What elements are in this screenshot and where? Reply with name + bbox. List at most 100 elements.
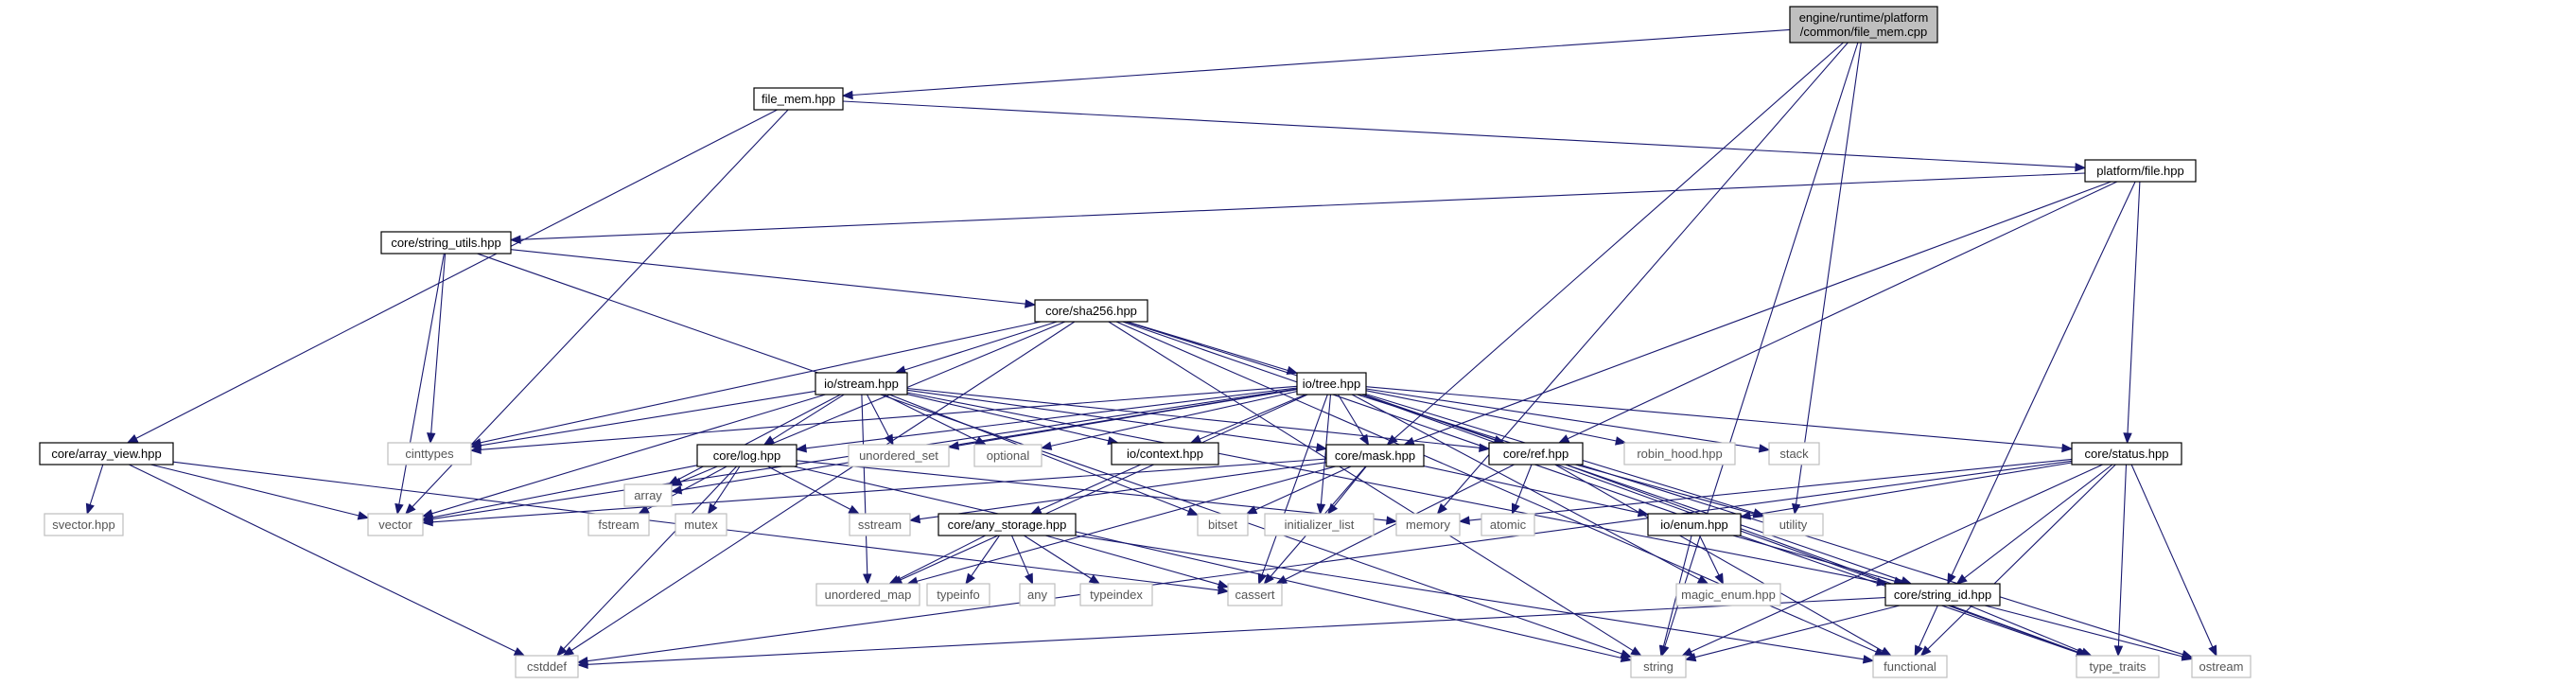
edge-line (1412, 181, 2112, 443)
edge-arrowhead (1275, 575, 1288, 585)
node-box (848, 444, 950, 467)
dependency-edge-array_view-to-cstddef (129, 464, 526, 657)
edge-line (1108, 321, 1634, 652)
node-label: any (1027, 588, 1047, 602)
edge-arrowhead (1620, 653, 1633, 663)
edge-arrowhead (1630, 646, 1642, 657)
dependency-edge-string_id-to-ostream (1984, 605, 2194, 661)
node-label: core/status.hpp (2085, 447, 2169, 461)
edge-line (1468, 458, 2073, 521)
dependency-edge-status-to-string_id (1955, 464, 2113, 585)
node-fstream: fstream (587, 513, 650, 536)
node-box (1630, 655, 1687, 678)
dependency-edge-root-to-utility (1791, 42, 1862, 516)
edge-arrowhead (427, 432, 436, 445)
node-root[interactable]: engine/runtime/platform/common/file_mem.… (1789, 6, 1938, 44)
edge-line (906, 394, 1110, 442)
edge-line (150, 464, 359, 517)
edge-line (1927, 464, 2116, 650)
dependency-edge-mask-to-initializer_list (1326, 465, 1367, 516)
edge-arrowhead (394, 502, 404, 516)
node-unordered-map: unordered_map (815, 583, 920, 606)
edge-line (676, 394, 841, 481)
node-box (1872, 655, 1948, 678)
edge-line (1691, 464, 2103, 653)
edge-arrowhead (1557, 434, 1570, 444)
edge-line (906, 392, 1878, 583)
edge-line (510, 249, 1026, 305)
node-box (1325, 444, 1425, 467)
dependency-edge-stream-to-log (762, 394, 845, 446)
node-status[interactable]: core/status.hpp (2071, 442, 2182, 465)
edge-line (851, 28, 1791, 97)
edge-arrowhead (1658, 644, 1669, 658)
node-io-enum[interactable]: io/enum.hpp (1647, 513, 1742, 536)
node-box (2191, 655, 2252, 678)
node-string-utils[interactable]: core/string_utils.hpp (380, 231, 512, 255)
dependency-edge-tree-to-string_id (1362, 394, 1913, 586)
edge-line (796, 460, 1388, 521)
dependency-edge-platform_file-to-status (2123, 181, 2141, 445)
edge-arrowhead (509, 235, 521, 244)
edge-line (1694, 605, 1901, 659)
dependency-edge-platform_file-to-string_utils (509, 172, 2086, 244)
edge-arrowhead (555, 645, 568, 657)
edge-arrowhead (1316, 503, 1326, 516)
node-label: core/any_storage.hpp (948, 518, 1067, 532)
edge-line (1393, 42, 1844, 439)
node-box (815, 372, 908, 395)
node-array: array (623, 483, 673, 507)
node-utility: utility (1762, 513, 1824, 536)
dependency-edge-status-to-memory (1458, 458, 2073, 525)
node-array-view[interactable]: core/array_view.hpp (39, 442, 174, 465)
node-stream[interactable]: io/stream.hpp (815, 372, 908, 395)
node-memory: memory (1395, 513, 1461, 536)
node-label: core/string_utils.hpp (391, 236, 500, 250)
node-box (623, 483, 673, 507)
node-box (2084, 159, 2197, 183)
edge-line (1984, 605, 2183, 658)
edge-line (971, 535, 1000, 577)
node-context[interactable]: io/context.hpp (1111, 442, 1219, 465)
edge-line (2130, 464, 2214, 648)
edge-line (861, 394, 868, 575)
node-platform-file[interactable]: platform/file.hpp (2084, 159, 2197, 183)
node-box (1264, 513, 1375, 536)
node-any-storage[interactable]: core/any_storage.hpp (938, 513, 1077, 536)
edge-arrowhead (1758, 444, 1771, 453)
node-label: core/sha256.hpp (1045, 304, 1137, 318)
edge-line (1575, 464, 1755, 515)
node-sha256[interactable]: core/sha256.hpp (1034, 299, 1148, 323)
edge-arrowhead (1245, 505, 1258, 515)
node-tree[interactable]: io/tree.hpp (1296, 372, 1367, 395)
edge-arrowhead (762, 435, 776, 446)
node-ref[interactable]: core/ref.hpp (1488, 442, 1584, 465)
node-log[interactable]: core/log.hpp (696, 444, 797, 467)
node-atomic: atomic (1481, 513, 1535, 536)
dependency-edge-tree-to-cinttypes (469, 385, 1298, 454)
dependency-edge-log-to-memory (796, 460, 1398, 525)
node-box (1488, 442, 1584, 465)
dependency-edge-tree-to-mask (1338, 394, 1370, 447)
edge-line (1261, 394, 1328, 575)
dependency-edge-tree-to-magic_enum (1351, 394, 1709, 585)
dependency-edge-string_id-to-cstddef (576, 597, 1886, 670)
edge-line (1333, 465, 1367, 507)
node-mask[interactable]: core/mask.hpp (1325, 444, 1425, 467)
node-string-id[interactable]: core/string_id.hpp (1884, 583, 2001, 606)
node-file-mem[interactable]: file_mem.hpp (753, 87, 844, 111)
node-label: file_mem.hpp (762, 92, 835, 106)
edge-line (1045, 535, 1219, 586)
node-box (1395, 513, 1461, 536)
node-label: bitset (1208, 518, 1237, 532)
edge-arrowhead (1880, 646, 1892, 657)
node-box (1079, 583, 1153, 606)
node-label: magic_enum.hpp (1681, 588, 1776, 602)
node-label: core/mask.hpp (1335, 448, 1415, 463)
dependency-edge-sha256-to-cinttypes (469, 321, 1042, 448)
node-label: atomic (1490, 518, 1527, 532)
dependency-edge-log-to-string (794, 465, 1633, 663)
node-robin-hood: robin_hood.hpp (1623, 442, 1736, 465)
edge-line (1443, 42, 1849, 507)
dependency-edge-tree-to-log (795, 387, 1298, 453)
